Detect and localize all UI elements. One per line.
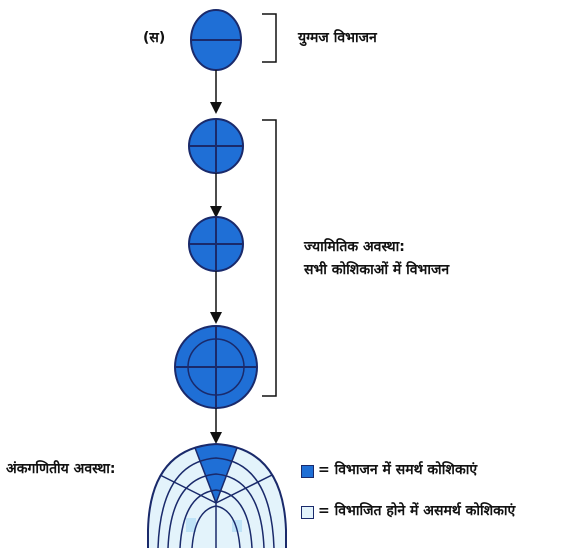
arithmetic-stage-fan — [147, 442, 287, 548]
legend-non-dividing-swatch — [301, 506, 314, 519]
legend-non-dividing-label: = विभाजित होने में असमर्थ कोशिकाएं — [318, 503, 516, 519]
four-cell-stage — [188, 118, 244, 174]
arithmetic-stage-label: अंकगणितीय अवस्था: — [6, 461, 116, 477]
sixteen-cell-stage — [174, 325, 258, 409]
zygote-division-label: युग्मज विभाजन — [298, 30, 377, 46]
legend-dividing-label: = विभाजन में समर्थ कोशिकाएं — [318, 462, 478, 478]
zygote-bracket — [262, 13, 277, 63]
zygote-cell — [190, 9, 242, 71]
eight-cell-stage — [188, 216, 244, 272]
geometric-stage-subtitle: सभी कोशिकाओं में विभाजन — [304, 262, 450, 278]
legend-dividing-swatch — [301, 465, 314, 478]
stage-marker-label: (स) — [143, 30, 166, 46]
geometric-stage-title: ज्यामितिक अवस्था: — [304, 239, 405, 255]
geometric-bracket — [262, 119, 277, 397]
